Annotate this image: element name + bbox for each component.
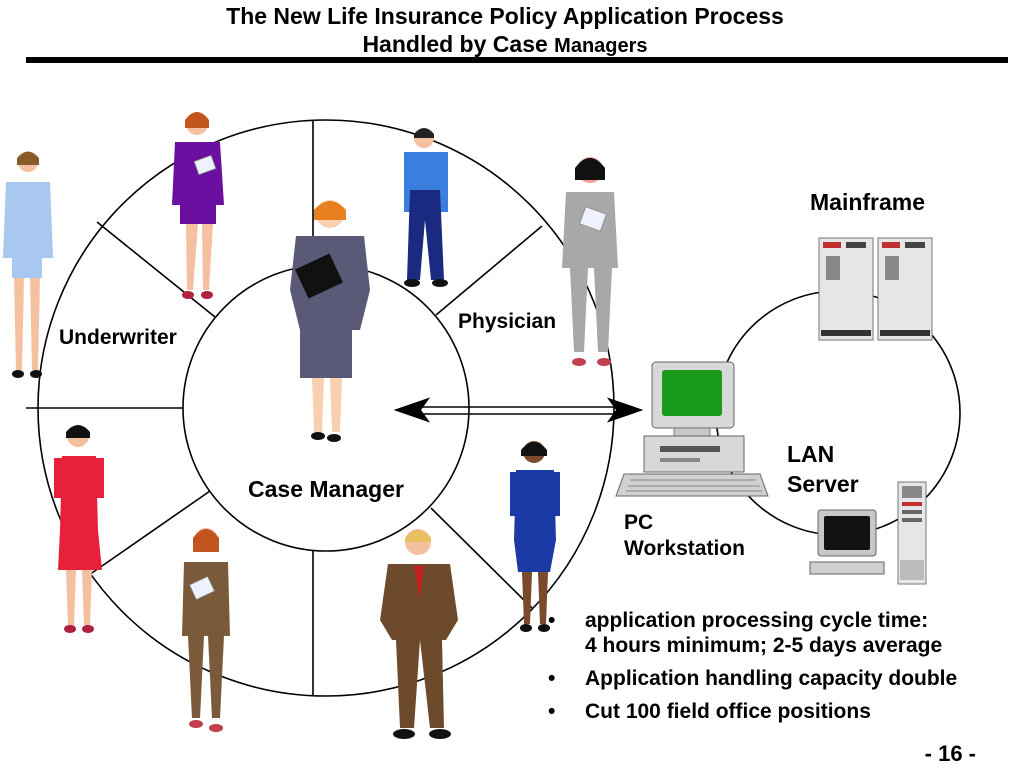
person-purple-woman	[172, 112, 224, 299]
bullet-item: • Application handling capacity double	[548, 666, 1018, 691]
lan-server-label: LAN Server	[787, 439, 859, 499]
person-brown-suit-woman	[182, 528, 230, 732]
physician-label: Physician	[458, 310, 557, 333]
lan-server-icon	[809, 481, 927, 585]
double-arrow	[393, 397, 644, 423]
role-wheel	[26, 119, 615, 697]
person-case-manager	[290, 200, 370, 442]
spoke-lower-left	[88, 490, 211, 576]
title-rule	[26, 57, 1008, 63]
mainframe-label: Mainframe	[810, 189, 926, 215]
title-line-2-main: Handled by Case	[362, 31, 548, 57]
lan-label-line-2: Server	[787, 471, 859, 497]
result-bullets: • application processing cycle time: 4 h…	[548, 608, 1018, 732]
bullet-marker: •	[548, 667, 556, 690]
title-line-1: The New Life Insurance Policy Applicatio…	[226, 3, 784, 29]
case-manager-label: Case Manager	[248, 476, 404, 502]
bullet-marker: •	[548, 609, 556, 632]
bullet-text-line-1: application processing cycle time:	[585, 609, 929, 632]
person-blue-shirt-man	[404, 128, 448, 287]
page-number: - 16 -	[924, 741, 976, 766]
person-light-blue-woman	[3, 151, 53, 378]
slide-title: The New Life Insurance Policy Applicatio…	[0, 2, 1010, 60]
pc-workstation-label: PC Workstation	[624, 510, 745, 562]
title-line-2-small: Managers	[554, 35, 648, 57]
spoke-lower-right	[430, 507, 533, 609]
bullet-text: Application handling capacity double	[585, 667, 958, 690]
spoke-upper-right	[435, 225, 543, 316]
lan-label-line-1: LAN	[787, 441, 835, 467]
bullet-item: • application processing cycle time: 4 h…	[548, 608, 1018, 658]
person-navy-dress-woman	[510, 441, 560, 632]
spoke-upper-left	[96, 221, 216, 318]
bullet-text-line-2: 4 hours minimum; 2-5 days average	[585, 634, 943, 657]
bullet-text: Cut 100 field office positions	[585, 700, 871, 723]
title-line-2: Handled by Case Managers	[0, 30, 1010, 60]
mainframe-icon	[818, 237, 933, 341]
pc-label-line-2: Workstation	[624, 537, 745, 560]
bullet-marker: •	[548, 700, 556, 723]
pc-label-line-1: PC	[624, 511, 654, 534]
bullet-item: • Cut 100 field office positions	[548, 699, 1018, 724]
person-brown-suit-man	[380, 529, 458, 739]
pc-workstation-icon	[615, 361, 769, 497]
underwriter-label: Underwriter	[59, 326, 177, 349]
person-red-dress-woman	[54, 425, 104, 633]
person-grey-woman	[562, 157, 618, 366]
